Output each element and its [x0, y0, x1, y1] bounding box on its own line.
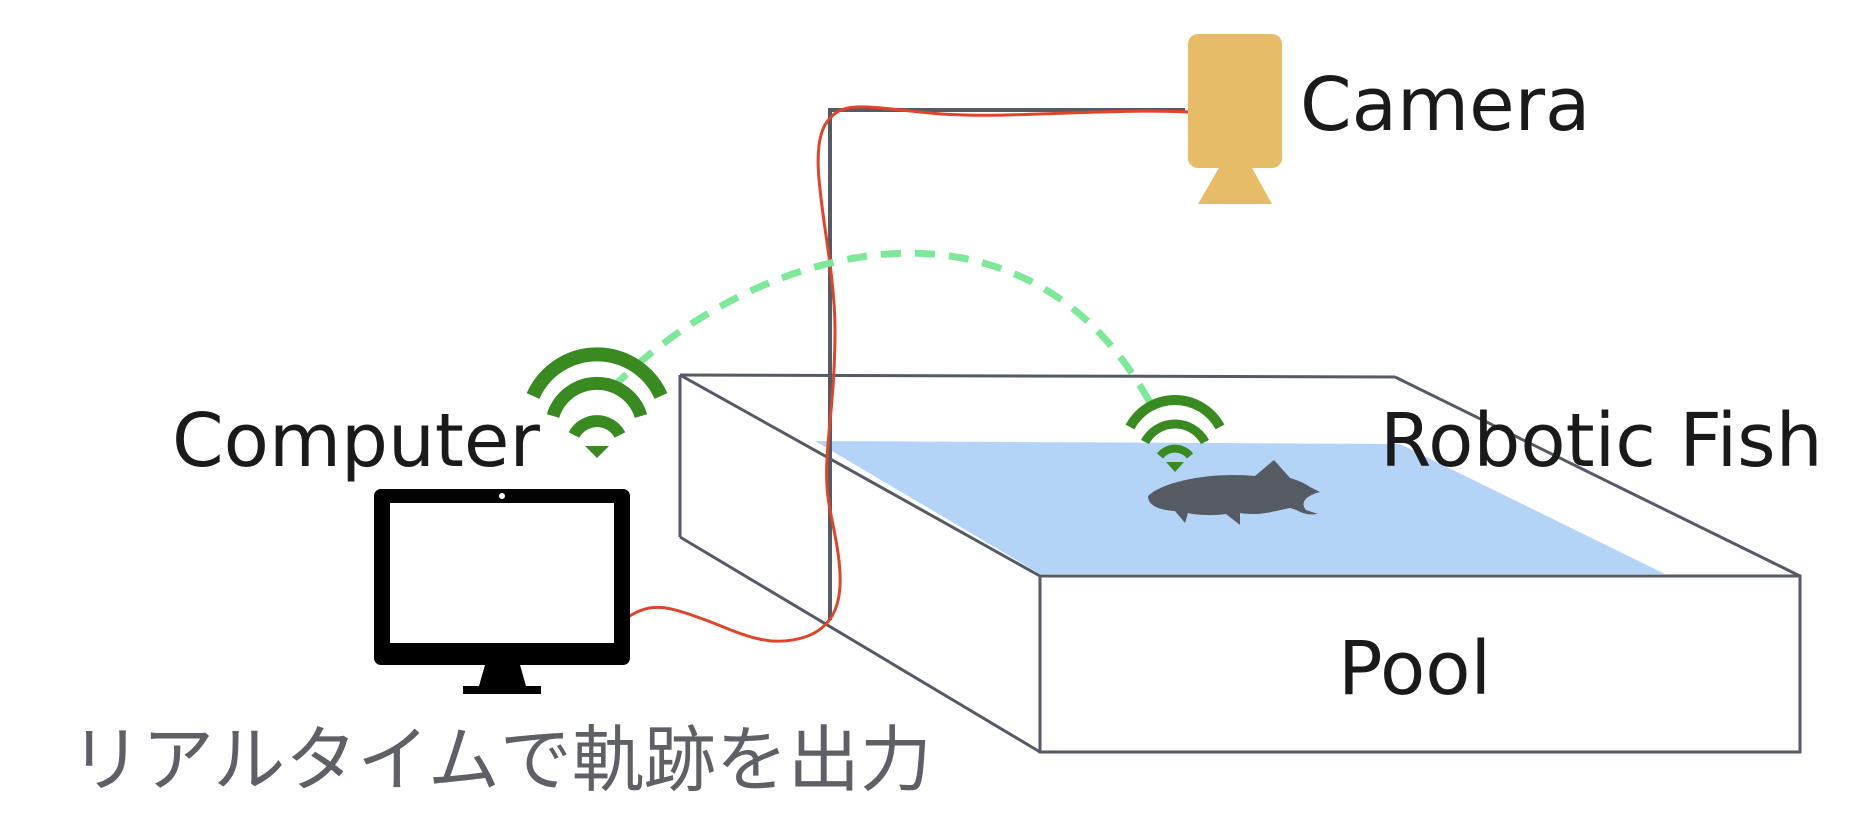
camera-mount-pole	[828, 108, 1185, 620]
camera-cable	[627, 105, 1189, 643]
camera-label: Camera	[1300, 62, 1591, 148]
caption-text: リアルタイムで軌跡を出力	[70, 718, 932, 802]
pool-label: Pool	[1338, 626, 1492, 712]
camera-icon	[1188, 34, 1282, 204]
pool-top-back-edge	[679, 373, 1396, 379]
wireless-link	[609, 249, 1159, 414]
monitor-icon	[374, 489, 630, 694]
robotic-fish-label: Robotic Fish	[1380, 398, 1823, 484]
pool-top-right-edge	[1394, 375, 1801, 578]
pool-box	[678, 373, 1802, 754]
pool-front-face	[1038, 574, 1802, 754]
wifi-icon	[1125, 395, 1225, 472]
pool-bottom-left-edge	[679, 535, 1041, 754]
computer-label: Computer	[172, 398, 540, 484]
wifi-icon	[526, 347, 668, 458]
fish-icon	[1148, 460, 1320, 525]
pool-top-left-edge	[679, 373, 1041, 578]
